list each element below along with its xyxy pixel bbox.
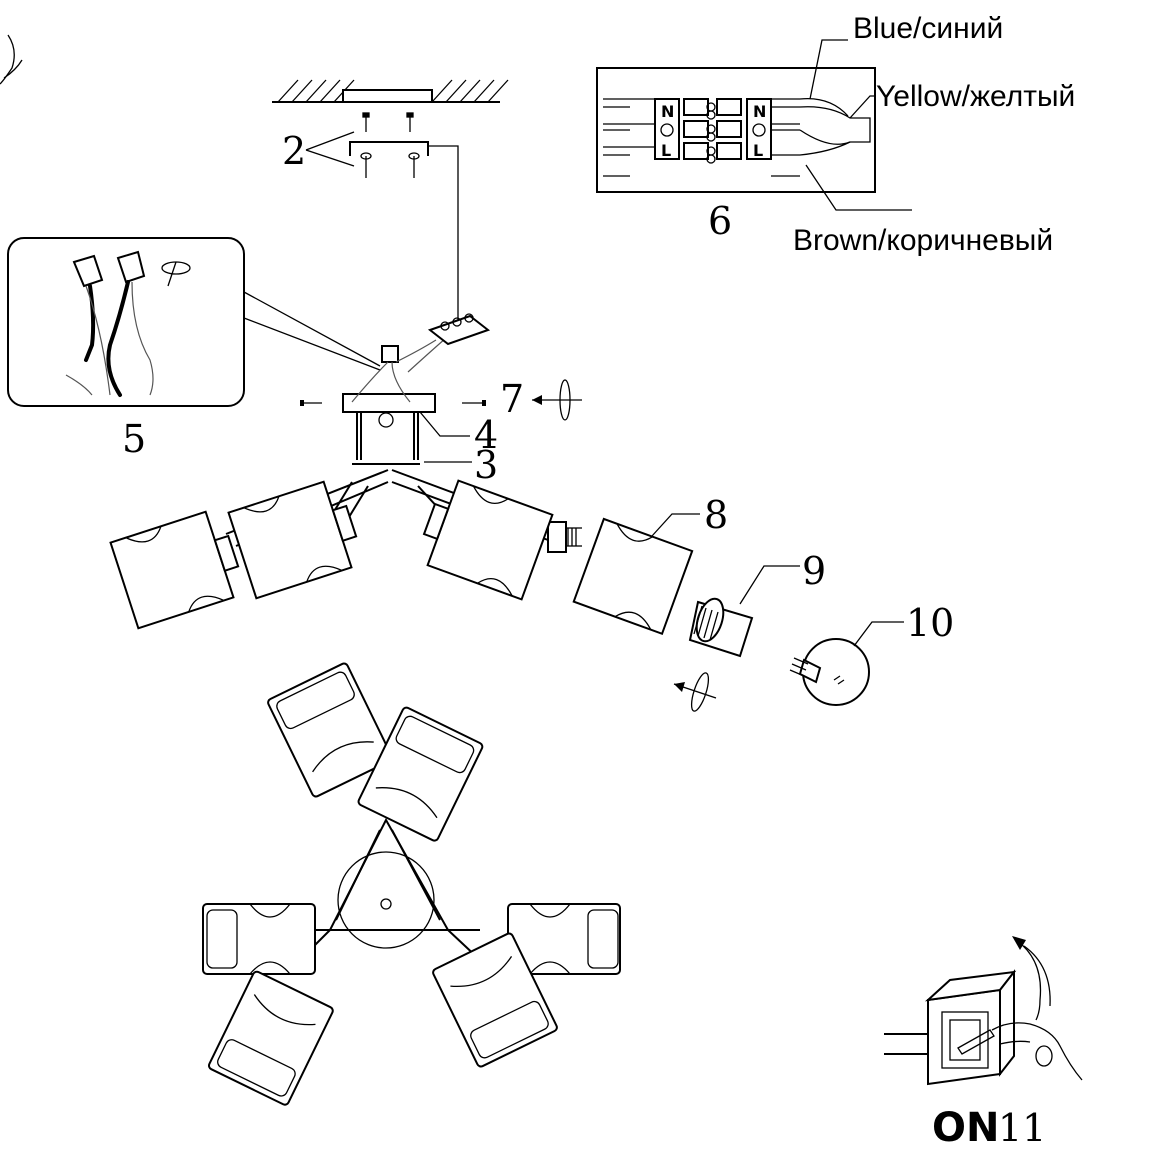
callout-9: 9 [739,549,826,605]
callout-3-label: 3 [474,443,498,487]
terminal-block-detail: N N L L [596,67,876,193]
switch-label: ON 11 [932,1105,1046,1151]
side-shade-1 [109,510,240,630]
top-shade-2 [357,706,484,842]
ceiling [272,79,509,103]
chandelier-side-view [109,463,694,636]
callout-8: 8 [651,493,728,537]
connector-detail-box [7,237,381,407]
light-bulb [789,638,870,706]
callout-4-label: 4 [474,413,498,457]
mounting-screws [349,112,459,325]
callout-2-label: 2 [282,129,306,173]
wire-label-blue: Blue/синий [853,12,1003,45]
top-shade-4 [507,903,621,975]
wire-label-yellow: Yellow/желтый [876,80,1075,113]
callout-2: 2 [282,129,355,173]
svg-text:L: L [753,141,763,160]
callout-8-label: 8 [704,493,728,537]
switch-state-label: ON [932,1105,999,1147]
wire-label-brown: Brown/коричневый [793,224,1053,257]
mounting-plate [300,313,491,460]
callout-5-label: 5 [122,417,146,461]
svg-text:L: L [661,141,671,160]
side-shade-3 [422,479,554,601]
chandelier-top-view [202,662,621,1106]
wall-switch [884,936,1083,1086]
side-shade-2 [227,480,358,600]
callout-6-label: 6 [708,199,732,243]
callout-10: 10 [853,601,954,647]
svg-text:N: N [753,102,766,121]
callout-7: 7 [500,377,582,421]
callout-3: 3 [424,443,498,487]
corner-mark [0,34,23,85]
svg-text:N: N [661,102,674,121]
top-shade-3 [202,903,316,975]
callout-11-label: 11 [998,1106,1046,1147]
top-shade-1 [267,662,393,798]
callout-9-label: 9 [802,549,826,593]
rotate-arrow-ring [673,672,717,712]
wire-labels: Blue/синий Yellow/желтый Brown/коричневы… [793,12,1075,257]
callout-4: 4 [419,411,498,457]
top-shade-6 [432,932,558,1068]
top-shade-5 [208,970,334,1106]
callout-10-label: 10 [906,601,954,645]
callout-7-label: 7 [500,377,524,421]
exploded-shade [572,517,694,636]
shade-ring [688,597,754,658]
